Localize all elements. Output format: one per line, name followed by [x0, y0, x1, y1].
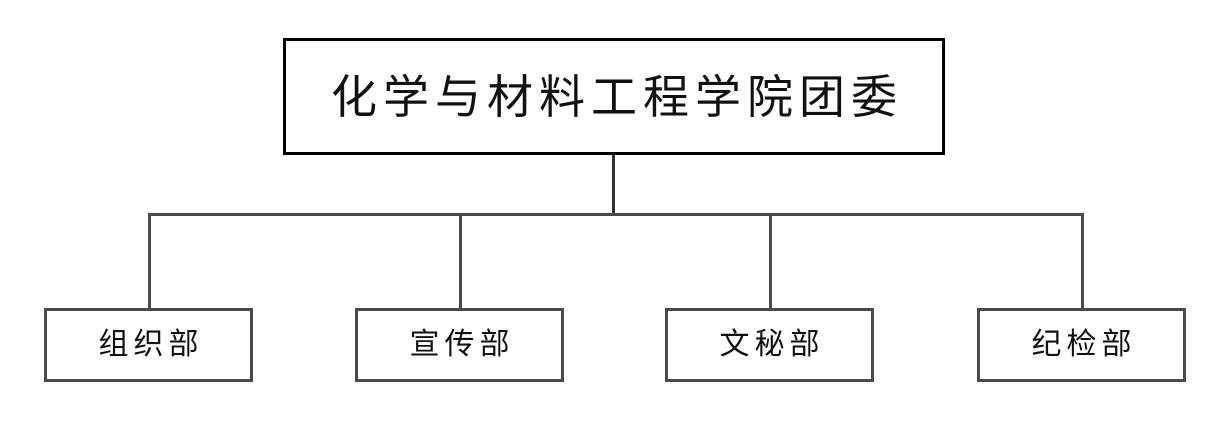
- connector-drop-line-4: [1081, 213, 1084, 308]
- connector-drop-line-1: [148, 213, 151, 308]
- org-node-child-2[interactable]: 宣传部: [355, 308, 564, 382]
- org-node-child-4[interactable]: 纪检部: [977, 308, 1186, 382]
- org-node-child-1[interactable]: 组织部: [44, 308, 253, 382]
- org-node-child-4-label: 纪检部: [1031, 327, 1137, 362]
- org-node-child-3[interactable]: 文秘部: [665, 308, 874, 382]
- connector-bus-bar: [148, 213, 1084, 216]
- org-node-root[interactable]: 化学与材料工程学院团委: [283, 38, 945, 155]
- org-node-root-label: 化学与材料工程学院团委: [331, 69, 903, 124]
- connector-drop-line-2: [459, 213, 462, 308]
- connector-drop-line-3: [769, 213, 772, 308]
- org-node-child-1-label: 组织部: [98, 327, 204, 362]
- org-node-child-2-label: 宣传部: [409, 327, 515, 362]
- connector-root-stem: [612, 155, 615, 216]
- org-node-child-3-label: 文秘部: [719, 327, 825, 362]
